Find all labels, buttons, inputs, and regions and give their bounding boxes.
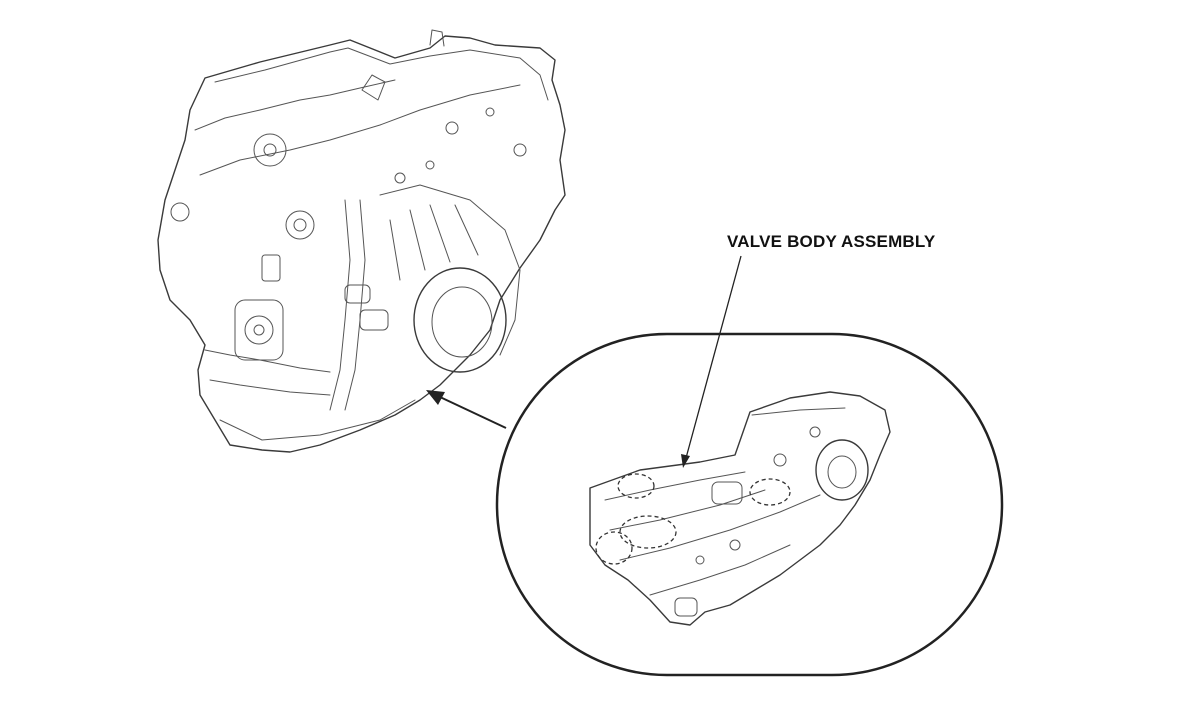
detail-callout-frame xyxy=(495,332,1004,677)
valve-body-assembly-label: VALVE BODY ASSEMBLY xyxy=(727,232,936,251)
location-arrow xyxy=(426,390,507,429)
callout-leader xyxy=(681,255,742,468)
transmission-assembly xyxy=(157,29,566,453)
valve-body-illustration xyxy=(589,391,891,626)
